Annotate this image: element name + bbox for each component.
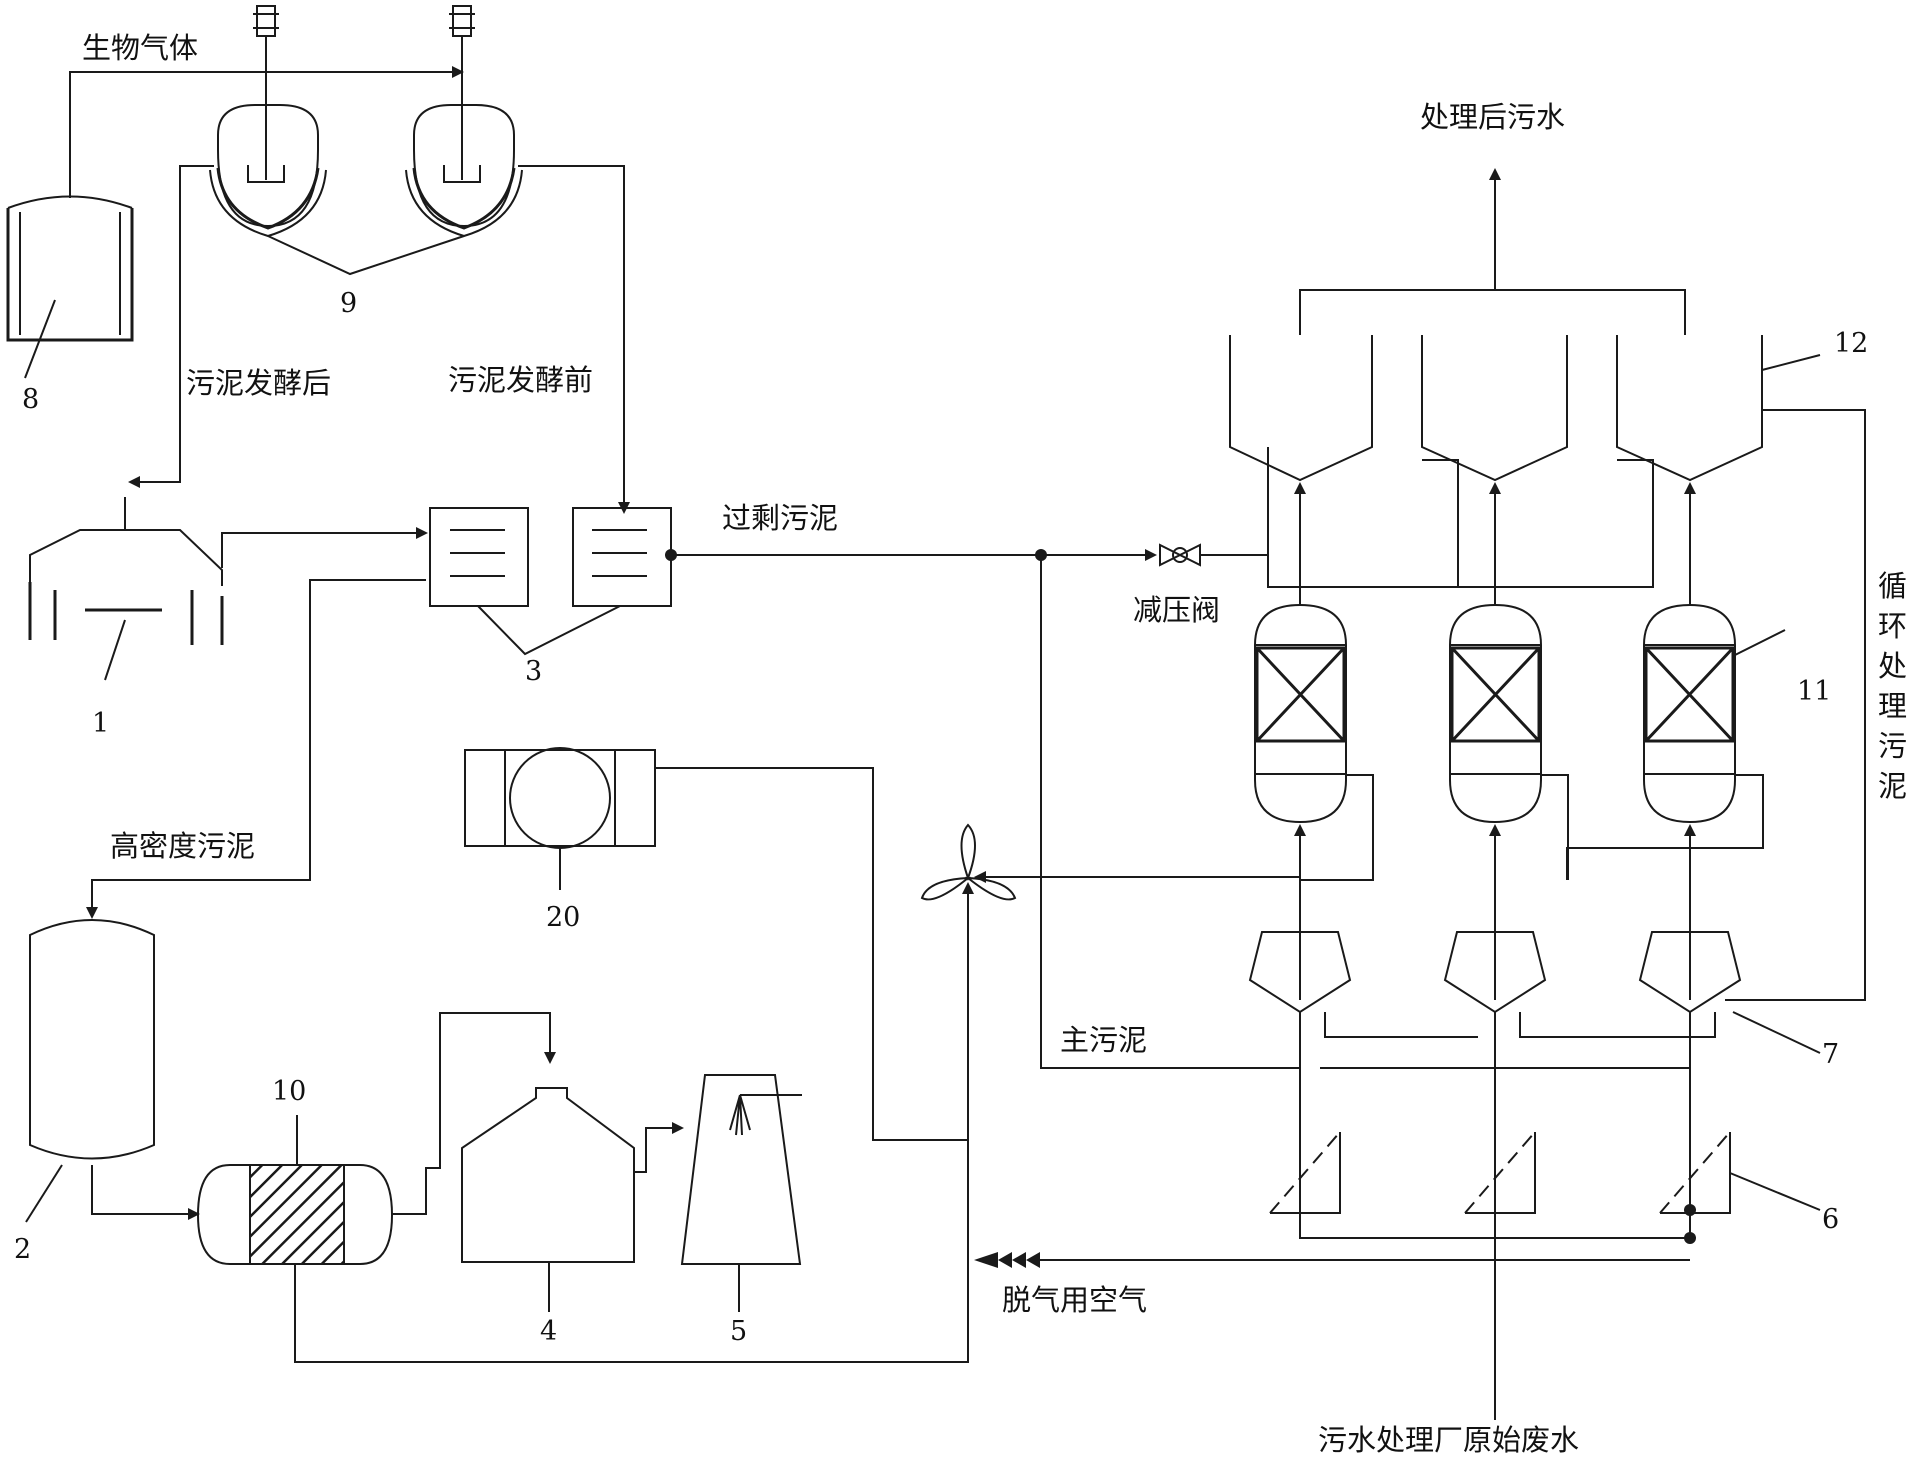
treated-water-collector	[1299, 289, 1686, 335]
filter-vessel-2	[1449, 603, 1542, 824]
svg-text:理: 理	[1878, 689, 1907, 723]
digester-right	[405, 5, 523, 238]
storage-tank	[29, 919, 155, 1160]
biogas-label: 生物气体	[82, 31, 198, 65]
leader-1	[104, 619, 126, 681]
leader-3	[477, 605, 621, 656]
label-7: 7	[1822, 1039, 1839, 1070]
pump-1	[1248, 931, 1352, 1014]
svg-text:污: 污	[1878, 729, 1907, 763]
leader-11	[1734, 629, 1786, 656]
fan	[920, 823, 1017, 901]
dewatering-unit-left	[429, 507, 529, 607]
main-sludge-line	[1040, 555, 1300, 1069]
recycle-sludge-label: 循 环 处 理 污 泥	[1878, 569, 1907, 803]
reactor-to-stack-line	[634, 1122, 684, 1173]
label-2: 2	[14, 1234, 31, 1265]
label-1: 1	[92, 708, 109, 739]
label-10: 10	[272, 1076, 306, 1107]
leader-8	[24, 299, 56, 379]
raw-wastewater-label: 污水处理厂原始废水	[1318, 1423, 1579, 1457]
settler-3	[1616, 335, 1763, 482]
leader-2	[25, 1164, 63, 1223]
pump-2	[1443, 931, 1547, 1014]
svg-text:循: 循	[1878, 569, 1907, 603]
blower-line	[655, 767, 968, 1141]
thickener-outflow	[221, 527, 428, 568]
biogas-holder	[6, 195, 134, 342]
degas-arrow-1	[1026, 1252, 1040, 1268]
filter-3-loop	[1566, 774, 1764, 880]
degas-arrow-4	[974, 1252, 998, 1268]
heat-exchanger	[196, 1164, 394, 1265]
label-3: 3	[525, 656, 542, 687]
filter-vessel-3	[1643, 603, 1736, 824]
svg-text:处: 处	[1878, 649, 1907, 683]
tank-outflow	[91, 1165, 200, 1220]
treated-water-label: 处理后污水	[1420, 100, 1565, 134]
label-20: 20	[546, 902, 580, 933]
excess-sludge-label: 过剩污泥	[722, 501, 838, 535]
stack	[680, 1074, 802, 1265]
label-5: 5	[730, 1316, 747, 1347]
raw-water-header	[1299, 1068, 1690, 1239]
leader-9	[267, 235, 465, 276]
thickener	[28, 497, 224, 645]
before-fermentation-label: 污泥发酵前	[448, 363, 593, 397]
junction-dot	[1684, 1204, 1696, 1216]
screen-3	[1659, 1131, 1731, 1214]
screen-2	[1464, 1131, 1536, 1214]
label-6: 6	[1822, 1204, 1839, 1235]
before-fermentation-line	[518, 165, 630, 514]
label-9: 9	[340, 288, 357, 319]
filter-vessel-1	[1254, 603, 1347, 824]
label-8: 8	[22, 384, 39, 415]
hx-to-reactor-line	[392, 1012, 556, 1215]
filter-1-loop	[1300, 774, 1374, 881]
dewatering-unit-right	[572, 507, 672, 607]
degas-arrow-2	[1012, 1252, 1026, 1268]
degas-air-label: 脱气用空气	[1002, 1283, 1147, 1317]
recycle-sludge-line	[1725, 409, 1866, 1001]
pump-main-sludge-header	[1320, 1012, 1691, 1069]
leader-6	[1729, 1172, 1821, 1211]
degas-arrow-3	[998, 1252, 1012, 1268]
blower	[464, 747, 656, 849]
label-12: 12	[1834, 328, 1868, 359]
svg-text:泥: 泥	[1878, 769, 1907, 803]
reactor	[461, 1087, 635, 1263]
biogas-line	[69, 66, 464, 198]
main-sludge-label: 主污泥	[1060, 1023, 1147, 1057]
settler-1	[1229, 335, 1373, 482]
high-density-sludge-line	[86, 579, 426, 919]
after-fermentation-line	[128, 165, 214, 488]
hx-return-line	[294, 1260, 969, 1363]
pressure-reducing-valve	[1159, 543, 1268, 567]
after-fermentation-label: 污泥发酵后	[186, 366, 331, 400]
label-11: 11	[1797, 676, 1831, 707]
filter-2-loop	[1541, 774, 1569, 880]
svg-text:环: 环	[1878, 609, 1907, 643]
screen-1	[1269, 1131, 1341, 1214]
leader-12	[1761, 354, 1821, 371]
label-4: 4	[540, 1316, 557, 1347]
settler-bottom-lines	[1267, 447, 1654, 587]
junction-dot	[1684, 1232, 1696, 1244]
settler-2	[1421, 335, 1568, 482]
valve-label: 减压阀	[1133, 593, 1220, 627]
leader-7	[1732, 1011, 1821, 1054]
pump-3	[1638, 931, 1742, 1014]
digester-left	[209, 5, 327, 238]
pump-headers	[1324, 1012, 1716, 1068]
high-density-sludge-label: 高密度污泥	[110, 829, 255, 863]
